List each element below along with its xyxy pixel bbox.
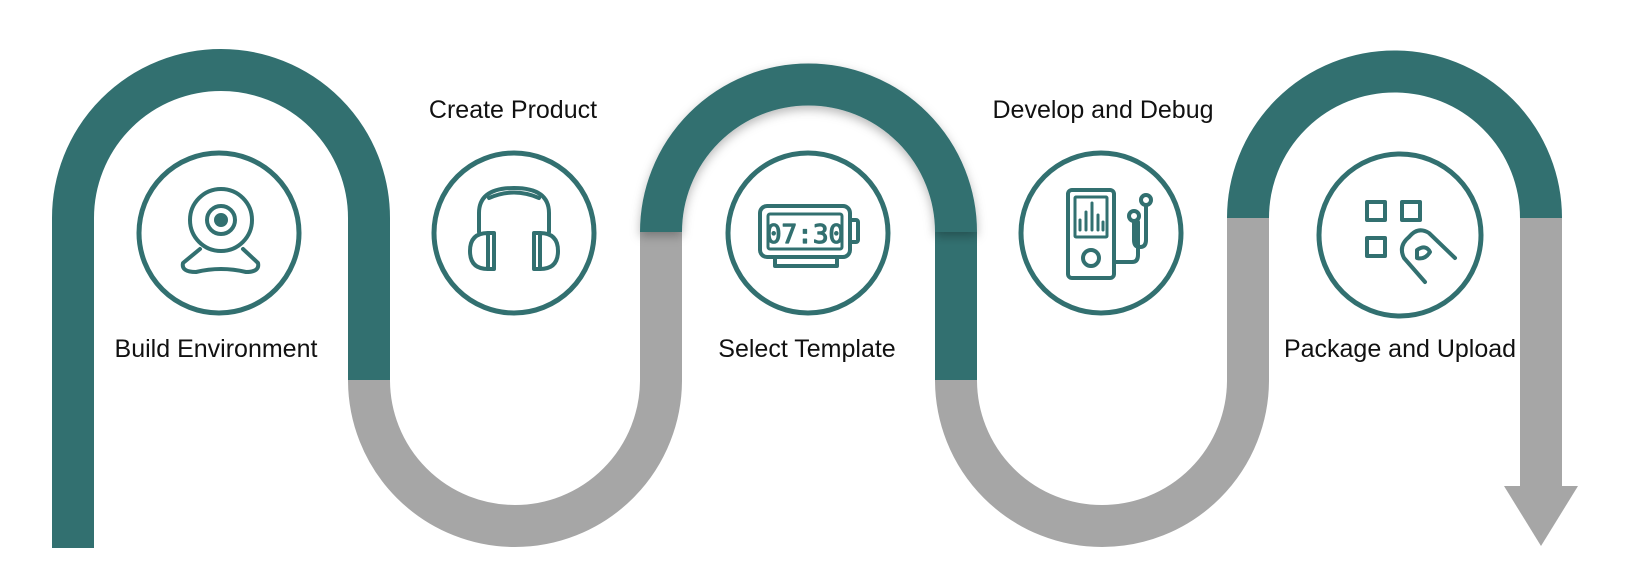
step-label: Select Template bbox=[718, 335, 895, 363]
step-label: Create Product bbox=[429, 96, 597, 124]
step-build-environment: Build Environment bbox=[115, 150, 318, 363]
step-circle bbox=[1316, 151, 1484, 319]
step-develop-and-debug: Develop and Debug bbox=[993, 96, 1214, 316]
winding-path bbox=[52, 49, 1562, 548]
path-lower-arc-2 bbox=[935, 379, 1269, 547]
apps-icon bbox=[1365, 200, 1457, 284]
step-circle bbox=[431, 150, 597, 316]
music-player-icon bbox=[1066, 188, 1153, 280]
step-label: Build Environment bbox=[115, 335, 318, 363]
step-label: Develop and Debug bbox=[993, 96, 1214, 124]
path-lower-arc-1 bbox=[348, 379, 682, 547]
step-circle bbox=[725, 150, 891, 316]
step-create-product: Create Product bbox=[429, 96, 597, 316]
step-package-and-upload: Package and Upload bbox=[1284, 151, 1516, 363]
step-label: Package and Upload bbox=[1284, 335, 1516, 363]
headphones-icon bbox=[468, 186, 560, 271]
clock-digits: 07:30 bbox=[766, 220, 844, 250]
path-upper-arc-3 bbox=[1227, 50, 1562, 219]
path-arrow-head bbox=[1504, 486, 1578, 546]
step-select-template: 07:30 Select Template bbox=[718, 150, 896, 363]
path-upper-arc-2 bbox=[640, 63, 977, 233]
webcam-icon bbox=[180, 187, 261, 274]
step-circle bbox=[1018, 150, 1184, 316]
digital-clock-icon: 07:30 bbox=[758, 204, 860, 268]
path-upper-arc-1 bbox=[52, 49, 390, 219]
